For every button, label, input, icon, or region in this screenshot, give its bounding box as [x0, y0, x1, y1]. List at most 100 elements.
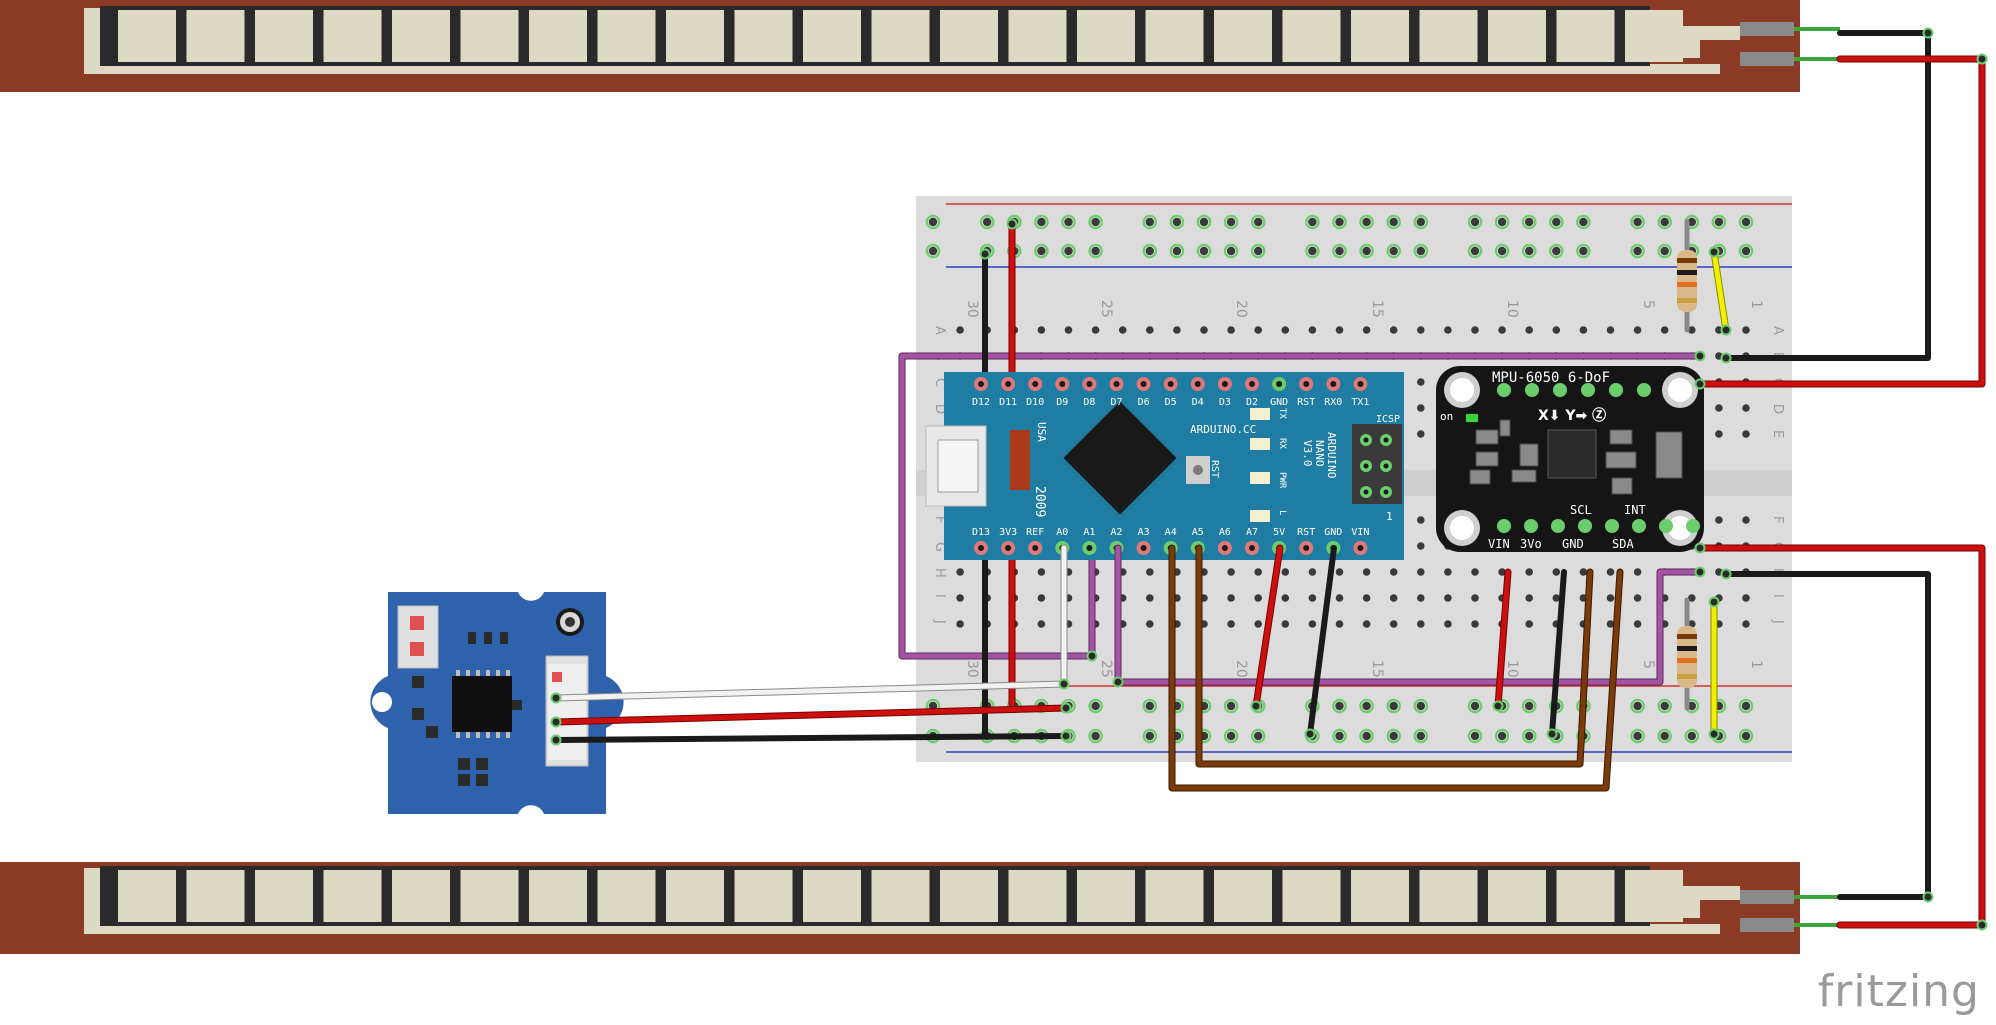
flex-segment	[1077, 10, 1135, 62]
flex-segment	[666, 10, 724, 62]
pin-label: GND	[1270, 397, 1288, 408]
rail-hole	[1091, 246, 1100, 256]
rail-hole-ring	[1630, 243, 1645, 259]
rail-hole-ring	[1521, 214, 1537, 230]
smd-part	[1499, 419, 1511, 437]
rail-hole-ring	[1630, 698, 1645, 714]
row-letter: J	[932, 619, 947, 624]
ic-pin	[506, 732, 510, 738]
rail-hole	[1741, 246, 1751, 256]
rail-hole-ring	[1169, 214, 1185, 230]
smd-part	[1519, 443, 1539, 467]
rail-hole-ring	[1223, 698, 1239, 714]
terminal-hole	[1417, 516, 1425, 524]
rail-hole-ring	[925, 243, 941, 259]
rail-hole	[1660, 246, 1669, 256]
flex-segment	[1419, 10, 1478, 62]
column-number: 25	[1098, 300, 1114, 318]
flex-segment	[1077, 870, 1135, 922]
terminal-hole	[1173, 326, 1181, 334]
rail-hole	[1335, 731, 1344, 741]
rail-hole-ring	[1467, 698, 1483, 714]
mpu-pin	[1637, 383, 1651, 397]
pin-label: D12	[972, 397, 990, 408]
terminal-hole	[1552, 594, 1561, 602]
rail-hole	[1579, 246, 1588, 256]
terminal-hole	[1688, 594, 1696, 602]
pin-hole	[1032, 545, 1039, 551]
column-number: 15	[1369, 300, 1385, 318]
rail-hole-ring	[1359, 728, 1374, 744]
rail-hole	[1525, 731, 1534, 741]
rail-hole-ring	[1521, 728, 1537, 744]
pin-hole	[1330, 381, 1337, 387]
flex-segment	[1625, 870, 1683, 922]
terminal-hole	[1254, 568, 1262, 576]
arduino-model-line3: V3.0	[1301, 440, 1314, 467]
mpu-title: MPU-6050 6-DoF	[1492, 370, 1610, 386]
rail-hole	[1470, 246, 1480, 256]
flex-segment	[460, 870, 519, 922]
flex-segment	[1351, 870, 1409, 922]
rail-hole	[1335, 246, 1344, 256]
terminal-hole	[1037, 326, 1046, 334]
rail-hole	[1226, 217, 1236, 227]
pin-label: RST	[1297, 527, 1315, 538]
rail-hole-ring	[1657, 214, 1672, 230]
wire-end	[1720, 352, 1732, 364]
rail-hole	[1362, 701, 1371, 711]
terminal-hole	[1579, 568, 1588, 576]
rail-hole-ring	[1738, 728, 1754, 744]
mpu-pin	[1686, 519, 1700, 533]
terminal-hole	[956, 568, 964, 576]
flex-segment	[1556, 870, 1615, 922]
flex-segment	[597, 870, 656, 922]
pin-hole	[1140, 545, 1147, 551]
rail-hole-ring	[1305, 243, 1320, 259]
ic-pin	[496, 670, 500, 676]
terminal-hole	[1308, 568, 1317, 576]
rail-hole-ring	[1386, 243, 1401, 259]
rail-hole-ring	[1630, 214, 1645, 230]
pin-hole	[1086, 381, 1093, 387]
flex-segment	[118, 10, 176, 62]
rail-hole-ring	[1223, 728, 1239, 744]
rail-hole	[1091, 731, 1100, 741]
terminal-hole	[1417, 542, 1425, 550]
rail-hole-ring	[1332, 243, 1347, 259]
mounting-hole-inner	[1668, 516, 1692, 540]
rail-hole	[1389, 246, 1398, 256]
arduino-year-label: 2009	[1032, 486, 1047, 517]
wire-end	[550, 692, 562, 704]
pin-label: D10	[1026, 397, 1044, 408]
rail-hole-ring	[1142, 728, 1158, 744]
rail-hole-ring	[1250, 243, 1266, 259]
pin-hole	[1086, 545, 1093, 551]
rail-hole	[1416, 246, 1426, 256]
pin-label: RX0	[1324, 397, 1342, 408]
terminal-hole	[1552, 568, 1561, 576]
rail-hole-ring	[1305, 214, 1320, 230]
rail-hole-ring	[1088, 698, 1103, 714]
row-letter: D	[932, 404, 947, 414]
rail-hole	[1579, 217, 1588, 227]
mpu-pin-label: VIN	[1488, 537, 1510, 551]
rail-hole	[1660, 731, 1669, 741]
mpu-int-label: INT	[1624, 503, 1646, 517]
rail-hole	[1552, 246, 1561, 256]
column-number: 1	[1748, 300, 1764, 309]
icsp-pin-hole	[1363, 463, 1369, 469]
terminal-hole	[1444, 568, 1452, 576]
terminal-hole	[1606, 594, 1615, 602]
pin-hole	[1303, 381, 1310, 387]
rail-hole	[1470, 701, 1480, 711]
mpu-pin	[1581, 383, 1595, 397]
mpu-pin	[1605, 519, 1619, 533]
terminal-hole	[1633, 620, 1642, 628]
column-number: 1	[1748, 660, 1764, 669]
rail-hole	[1633, 701, 1642, 711]
rail-hole	[1741, 217, 1751, 227]
rail-hole	[1091, 217, 1100, 227]
terminal-hole	[1417, 430, 1425, 438]
